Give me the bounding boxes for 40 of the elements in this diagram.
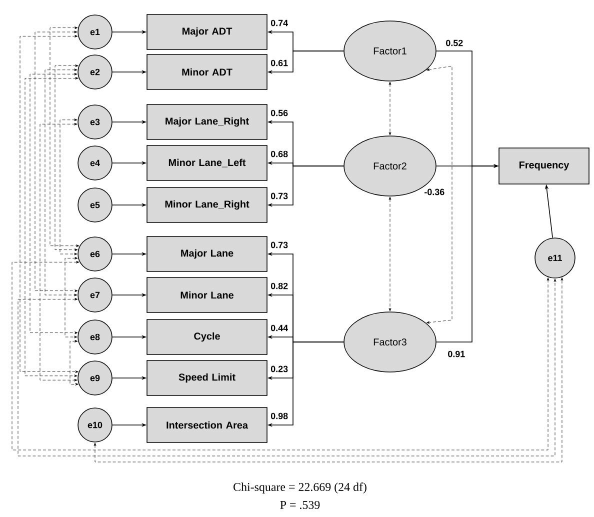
variable-box: Minor Lane_Right (146, 187, 268, 223)
edge-label: 0.44 (270, 324, 288, 332)
variable-box: Minor Lane (146, 277, 268, 313)
edge-label: 0.56 (270, 110, 288, 116)
variable-box: Major Lane (146, 236, 268, 272)
fit-statistic: P = .539 (280, 500, 320, 510)
edge-label: 0.61 (270, 60, 288, 66)
covariance-arrow (30, 72, 78, 334)
covariance-arrow (54, 64, 78, 252)
covariance-arrow (94, 278, 564, 462)
edge-label: 0.82 (270, 282, 288, 290)
variable-box: Major ADT (146, 14, 268, 50)
edge-label: 0.98 (270, 412, 288, 420)
variable-box: Intersection Area (146, 407, 268, 443)
covariance-arrow (60, 118, 78, 256)
covariance-arrow (388, 196, 392, 312)
covariance-arrow (426, 66, 452, 324)
edge-label: 0.73 (270, 192, 288, 200)
edge-label: 0.52 (446, 40, 463, 46)
edge-label: 0.23 (270, 366, 288, 372)
edge-label: 0.73 (270, 242, 288, 248)
covariance-arrow (34, 30, 78, 292)
covariance-arrow (50, 26, 80, 248)
covariance-arrow (388, 82, 392, 136)
covariance-arrow (24, 76, 78, 378)
variable-box: Major Lane_Right (146, 104, 268, 140)
variable-box: Cycle (146, 319, 268, 355)
covariance-arrow (64, 256, 78, 338)
covariance-arrow (70, 340, 78, 386)
edge-label: 0.68 (270, 150, 288, 158)
edge-label: 0.91 (448, 350, 465, 358)
outcome-box: Frequency (498, 148, 590, 184)
covariance-arrow (20, 34, 78, 373)
fit-statistic: Chi-square = 22.669 (24 df) (234, 482, 366, 494)
variable-box: Speed Limit (146, 360, 268, 396)
covariance-arrow (40, 122, 78, 382)
variable-box: Minor Lane_Left (146, 145, 268, 181)
edge-label: 0.74 (270, 20, 288, 26)
covariance-arrow (44, 68, 78, 296)
variable-box: Minor ADT (146, 54, 268, 90)
